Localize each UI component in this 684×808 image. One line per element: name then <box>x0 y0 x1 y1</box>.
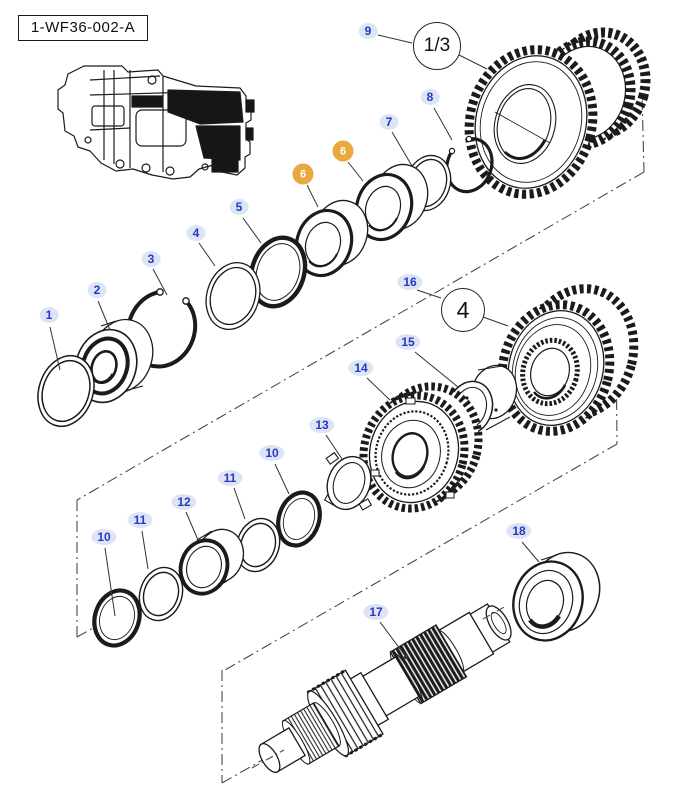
gear-16[interactable] <box>488 276 648 443</box>
callout-11[interactable]: 11 <box>217 470 243 486</box>
axis-line-row1 <box>76 171 645 501</box>
callout-9[interactable]: 9 <box>358 23 378 39</box>
axis-line-mid-vertical <box>615 335 618 445</box>
bearing-race-6-front[interactable] <box>288 193 376 282</box>
leader-lines <box>49 34 540 659</box>
ring-11-lower[interactable] <box>133 562 190 626</box>
ring-10-lower[interactable] <box>87 585 146 652</box>
callout-1[interactable]: 1 <box>39 307 59 323</box>
lock-plate-13[interactable] <box>320 450 378 515</box>
ring-10-upper[interactable] <box>272 487 327 551</box>
group-reference-badge[interactable]: 4 <box>441 288 485 332</box>
axis-line-row2 <box>224 443 618 671</box>
callout-10[interactable]: 10 <box>259 445 285 461</box>
ring-11-upper[interactable] <box>230 513 287 577</box>
countershaft-17[interactable] <box>244 587 525 794</box>
callout-15[interactable]: 15 <box>395 334 421 350</box>
callout-highlighted-6[interactable]: 6 <box>292 163 314 185</box>
seal-ring-5[interactable] <box>242 231 313 314</box>
sheet-reference-badge[interactable]: 1/3 <box>413 22 461 70</box>
callout-18[interactable]: 18 <box>506 523 532 539</box>
bearing-18[interactable] <box>503 543 609 649</box>
callout-17[interactable]: 17 <box>363 604 389 620</box>
bearing-race-6-rear[interactable] <box>348 157 436 246</box>
callout-4[interactable]: 4 <box>186 225 206 241</box>
drawing-number-box: 1-WF36-002-A <box>18 15 148 41</box>
retaining-ring-4[interactable] <box>198 256 268 337</box>
callout-11[interactable]: 11 <box>127 512 153 528</box>
callout-3[interactable]: 3 <box>141 251 161 267</box>
callout-2[interactable]: 2 <box>87 282 107 298</box>
sleeve-12[interactable] <box>174 523 250 600</box>
callout-14[interactable]: 14 <box>348 360 374 376</box>
callout-7[interactable]: 7 <box>379 114 399 130</box>
axis-dashes-on-shaft <box>251 605 507 769</box>
callout-highlighted-6[interactable]: 6 <box>332 140 354 162</box>
callout-16[interactable]: 16 <box>397 274 423 290</box>
callout-10[interactable]: 10 <box>91 529 117 545</box>
axis-line-top-vertical <box>640 56 645 173</box>
callout-5[interactable]: 5 <box>229 199 249 215</box>
cluster-gear-9[interactable] <box>453 22 657 208</box>
callout-12[interactable]: 12 <box>171 494 197 510</box>
callout-13[interactable]: 13 <box>309 417 335 433</box>
gearbox-housing-drawing <box>57 65 255 180</box>
seal-ring-1[interactable] <box>29 348 103 433</box>
callout-8[interactable]: 8 <box>420 89 440 105</box>
synchronizer-14[interactable] <box>351 375 491 520</box>
